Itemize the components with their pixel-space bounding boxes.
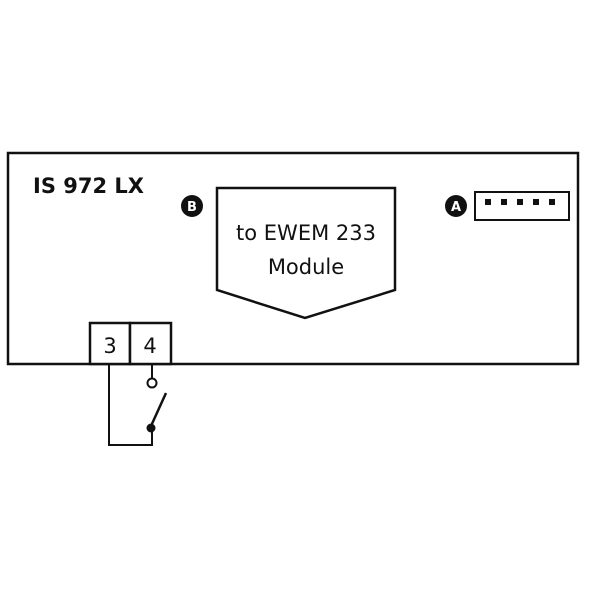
connector-a-body: [474, 191, 570, 221]
connector-a-pin: [549, 199, 555, 205]
model-label: IS 972 LX: [33, 174, 144, 198]
module-label-line2: Module: [268, 255, 344, 279]
marker-b: B: [181, 195, 203, 217]
module-label-line1: to EWEM 233: [236, 221, 376, 245]
terminal-4-label: 4: [143, 334, 156, 358]
wire-terminal-3: [108, 364, 153, 446]
marker-a-letter: A: [451, 200, 461, 215]
switch-pivot-contact: [146, 423, 156, 433]
marker-b-letter: B: [187, 200, 197, 215]
terminal-3-label: 3: [103, 334, 116, 358]
terminal-block: 3 4: [88, 321, 173, 366]
terminal-4: [128, 321, 173, 366]
marker-b-circle: [181, 195, 203, 217]
marker-a: A: [445, 195, 467, 217]
connector-a-pin: [533, 199, 539, 205]
connector-a-pin: [517, 199, 523, 205]
external-switch-circuit: [108, 364, 168, 446]
ewem-module-connector: [215, 186, 397, 320]
marker-a-circle: [445, 195, 467, 217]
connector-a: [474, 191, 570, 221]
connector-a-pin: [501, 199, 507, 205]
connector-a-pin: [485, 199, 491, 205]
switch-lever: [149, 392, 168, 427]
switch-upper-contact: [146, 377, 158, 389]
